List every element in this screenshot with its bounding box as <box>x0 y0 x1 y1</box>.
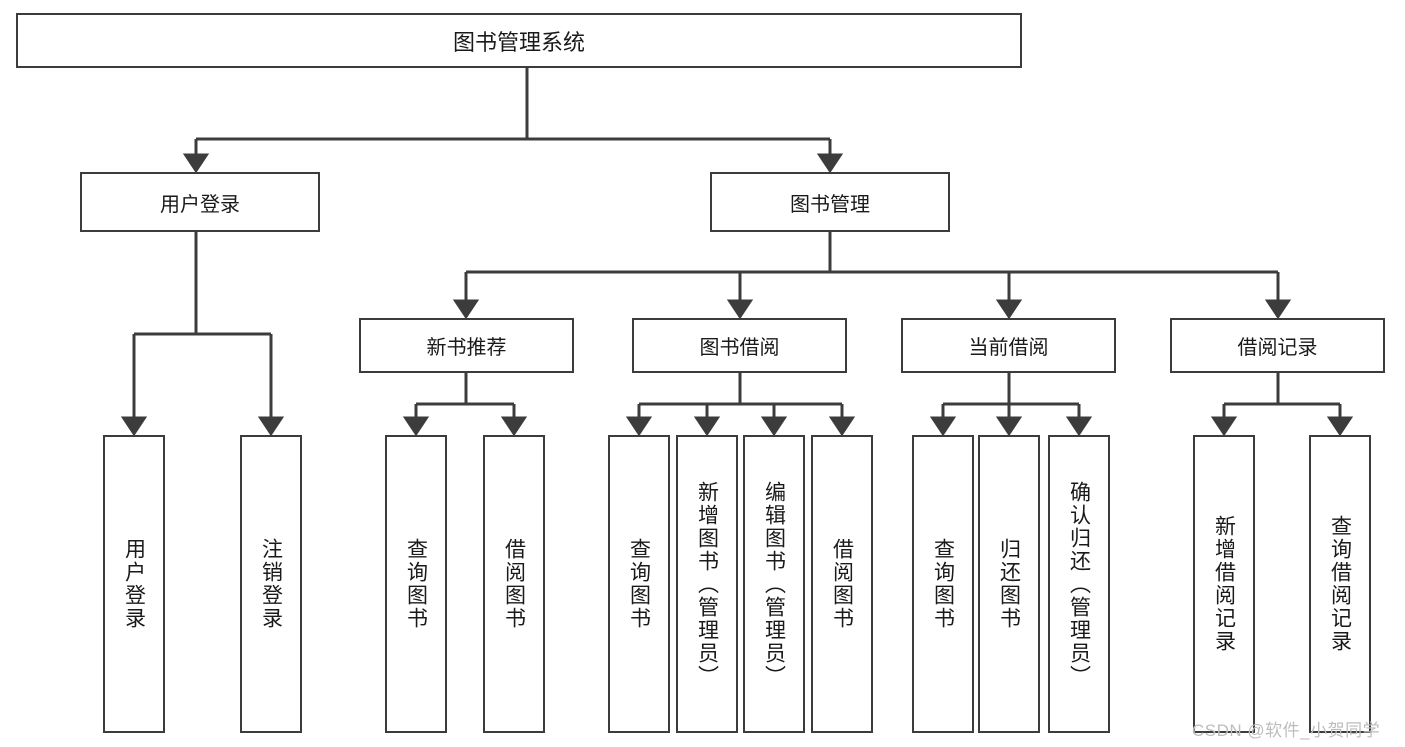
leaf-borrow-query-book[interactable]: 查询图书 <box>608 435 670 733</box>
node-label: 借阅图书 <box>502 538 526 630</box>
leaf-record-add-record[interactable]: 新增借阅记录 <box>1193 435 1255 733</box>
leaf-current-return-book[interactable]: 归还图书 <box>978 435 1040 733</box>
node-label: 借阅图书 <box>830 538 854 630</box>
node-book-management[interactable]: 图书管理 <box>710 172 950 232</box>
leaf-borrow-edit-book-admin[interactable]: 编辑图书（管理员） <box>743 435 805 733</box>
csdn-watermark: CSDN @软件_小贺同学 <box>1192 721 1381 740</box>
node-label: 图书管理系统 <box>452 29 585 55</box>
node-label: 图书借阅 <box>699 337 780 359</box>
node-label: 新增借阅记录 <box>1212 515 1236 653</box>
node-label: 查询图书 <box>627 538 651 630</box>
leaf-borrow-add-book-admin[interactable]: 新增图书（管理员） <box>676 435 738 733</box>
node-book-borrow[interactable]: 图书借阅 <box>632 318 847 373</box>
node-label: 借阅记录 <box>1237 337 1318 359</box>
leaf-current-query-book[interactable]: 查询图书 <box>912 435 974 733</box>
leaf-borrow-borrow-book[interactable]: 借阅图书 <box>811 435 873 733</box>
leaf-user-login-login[interactable]: 用户登录 <box>103 435 165 733</box>
leaf-new-book-borrow[interactable]: 借阅图书 <box>483 435 545 733</box>
node-label: 图书管理 <box>790 193 870 216</box>
node-label: 查询图书 <box>404 538 428 630</box>
node-label: 新增图书（管理员） <box>695 480 719 688</box>
leaf-new-book-query[interactable]: 查询图书 <box>385 435 447 733</box>
leaf-record-query-record[interactable]: 查询借阅记录 <box>1309 435 1371 733</box>
node-label: 注销登录 <box>259 538 283 630</box>
node-root-library-system[interactable]: 图书管理系统 <box>16 13 1022 68</box>
node-label: 归还图书 <box>997 538 1021 630</box>
leaf-current-confirm-return-admin[interactable]: 确认归还（管理员） <box>1048 435 1110 733</box>
node-user-login[interactable]: 用户登录 <box>80 172 320 232</box>
node-label: 查询借阅记录 <box>1328 515 1352 653</box>
node-current-borrow[interactable]: 当前借阅 <box>901 318 1116 373</box>
node-borrow-record[interactable]: 借阅记录 <box>1170 318 1385 373</box>
node-label: 编辑图书（管理员） <box>762 480 786 688</box>
node-label: 确认归还（管理员） <box>1067 480 1091 688</box>
node-label: 用户登录 <box>160 193 240 216</box>
node-label: 新书推荐 <box>426 337 507 359</box>
node-new-book-recommend[interactable]: 新书推荐 <box>359 318 574 373</box>
leaf-user-login-logout[interactable]: 注销登录 <box>240 435 302 733</box>
node-label: 用户登录 <box>122 538 146 630</box>
node-label: 当前借阅 <box>968 337 1049 359</box>
node-label: 查询图书 <box>931 538 955 630</box>
